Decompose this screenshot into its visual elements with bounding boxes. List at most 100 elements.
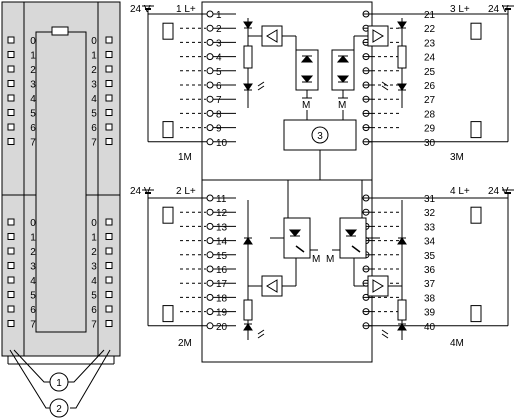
terminal-label: 34 xyxy=(424,237,436,248)
terminal-screw-icon xyxy=(206,208,214,216)
channel-led-icon xyxy=(105,247,113,255)
channel-label: 4 xyxy=(30,276,36,287)
terminal-screw-icon xyxy=(206,95,214,103)
terminal-label: 9 xyxy=(216,124,222,135)
terminal-label: 15 xyxy=(216,251,228,262)
terminal-label: 5 xyxy=(216,67,222,78)
channel-led-icon xyxy=(105,36,113,44)
channel-label: 2 xyxy=(30,65,36,76)
optocoupler-icon xyxy=(288,55,361,253)
channel-led-icon xyxy=(105,291,113,298)
terminal-label: 35 xyxy=(424,251,436,262)
terminal-label: 17 xyxy=(216,279,228,290)
terminal-screw-icon xyxy=(206,293,214,301)
channel-led-icon xyxy=(7,262,15,269)
channel-label: 0 xyxy=(91,218,97,229)
ground-label-bottom-right: M xyxy=(326,254,334,265)
channel-led-icon xyxy=(7,247,15,255)
terminal-label: 8 xyxy=(216,109,222,120)
channel-label: 7 xyxy=(30,138,36,149)
terminal-screw-icon xyxy=(206,38,214,46)
channel-label: 1 xyxy=(91,233,97,244)
channel-label: 2 xyxy=(91,247,97,258)
terminal-screw-icon xyxy=(206,10,214,18)
supply-label-bl: 24 V xyxy=(130,186,151,197)
group-label-3-lplus: 3 L+ xyxy=(450,4,470,15)
callout-1: 1 xyxy=(49,372,69,392)
supply-label-br: 24 V xyxy=(488,186,509,197)
terminal-label: 7 xyxy=(216,95,222,106)
channel-led-icon xyxy=(105,305,113,313)
svg-text:2: 2 xyxy=(56,404,62,415)
channel-led-icon xyxy=(7,218,15,226)
internal-circuit xyxy=(243,18,407,340)
terminal-label: 29 xyxy=(424,124,436,135)
channel-led-icon xyxy=(105,51,113,58)
terminal-screw-icon xyxy=(206,109,214,117)
channel-led-icon xyxy=(105,80,113,87)
terminal-label: 36 xyxy=(424,265,436,276)
terminal-label: 14 xyxy=(216,237,228,248)
channel-label: 7 xyxy=(30,320,36,331)
channel-led-icon xyxy=(7,80,15,87)
led-icon xyxy=(257,81,389,339)
callout-lines xyxy=(9,349,111,409)
terminal-label: 20 xyxy=(216,322,228,333)
channel-led-icon xyxy=(7,320,15,327)
channel-led-icon xyxy=(105,276,113,284)
group-label-2-lplus: 2 L+ xyxy=(176,186,196,197)
group-label-4m: 4M xyxy=(450,338,464,349)
channel-label: 5 xyxy=(30,109,36,120)
terminal-label: 1 xyxy=(216,10,222,21)
channel-led-icon xyxy=(105,138,113,145)
terminal-label: 26 xyxy=(424,81,436,92)
load-icon xyxy=(162,206,174,224)
channel-label: 5 xyxy=(91,109,97,120)
channel-label: 1 xyxy=(30,233,36,244)
terminal-label: 21 xyxy=(424,10,436,21)
terminal-label: 12 xyxy=(216,208,228,219)
terminal-screw-icon xyxy=(206,53,214,61)
callout-2: 2 xyxy=(49,398,69,418)
load-icon xyxy=(162,121,174,139)
load-icon xyxy=(470,305,482,323)
channel-label: 4 xyxy=(30,94,36,105)
terminal-label: 24 xyxy=(424,53,436,64)
terminal-label: 40 xyxy=(424,322,436,333)
channel-label: 5 xyxy=(30,291,36,302)
ground-label-bottom-left: M xyxy=(312,254,320,265)
terminal-screw-icon xyxy=(206,237,214,245)
channel-label: 6 xyxy=(30,123,36,134)
svg-text:1: 1 xyxy=(56,378,62,389)
channel-led-icon xyxy=(7,291,15,298)
channel-led-icon xyxy=(105,65,113,73)
terminal-label: 27 xyxy=(424,95,436,106)
terminal-label: 22 xyxy=(424,24,436,35)
terminal-label: 10 xyxy=(216,138,228,149)
terminal-screw-icon xyxy=(206,67,214,75)
channel-led-icon xyxy=(7,36,15,44)
channel-led-icon xyxy=(105,233,113,240)
channel-label: 3 xyxy=(91,80,97,91)
channel-label: 6 xyxy=(30,305,36,316)
channel-label: 5 xyxy=(91,291,97,302)
ground-label-top-right: M xyxy=(338,100,346,111)
terminal-screw-icon xyxy=(206,322,214,330)
load-icon xyxy=(470,22,482,40)
channel-led-icon xyxy=(7,138,15,145)
channel-led-icon xyxy=(105,320,113,327)
channel-led-icon xyxy=(105,262,113,269)
channel-label: 1 xyxy=(30,51,36,62)
channel-led-icon xyxy=(105,218,113,226)
terminal-label: 28 xyxy=(424,109,436,120)
channel-led-icon xyxy=(7,123,15,131)
channel-led-icon xyxy=(105,94,113,102)
channel-label: 6 xyxy=(91,305,97,316)
